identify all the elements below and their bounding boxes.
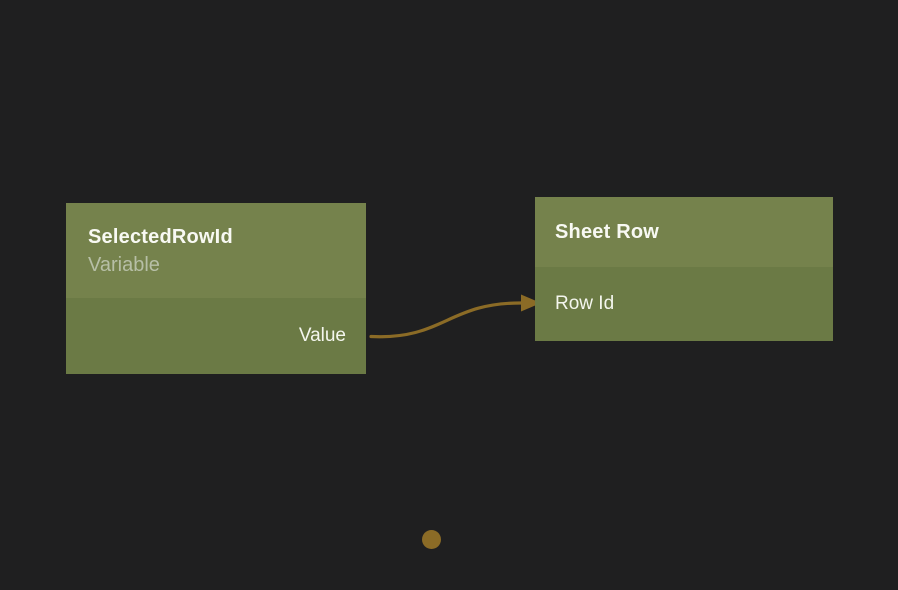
node-sheet-row[interactable]: Sheet Row Row Id: [535, 197, 833, 341]
output-port-value-label: Value: [298, 325, 346, 346]
output-port-value-dot[interactable]: [422, 530, 441, 549]
output-row-value[interactable]: Value: [66, 298, 366, 374]
node-selectedrowid-subtitle: Variable: [88, 253, 160, 276]
node-selectedrowid-title: SelectedRowId: [88, 225, 233, 248]
input-row-rowid[interactable]: Row Id: [535, 267, 833, 341]
node-sheet-row-header[interactable]: Sheet Row: [535, 197, 833, 267]
node-selectedrowid-header[interactable]: SelectedRowId Variable: [66, 203, 366, 298]
connection-wire[interactable]: [369, 301, 525, 339]
input-port-rowid-label: Row Id: [555, 293, 615, 314]
node-selectedrowid[interactable]: SelectedRowId Variable Value: [66, 203, 441, 549]
node-sheet-row-title: Sheet Row: [555, 221, 660, 243]
